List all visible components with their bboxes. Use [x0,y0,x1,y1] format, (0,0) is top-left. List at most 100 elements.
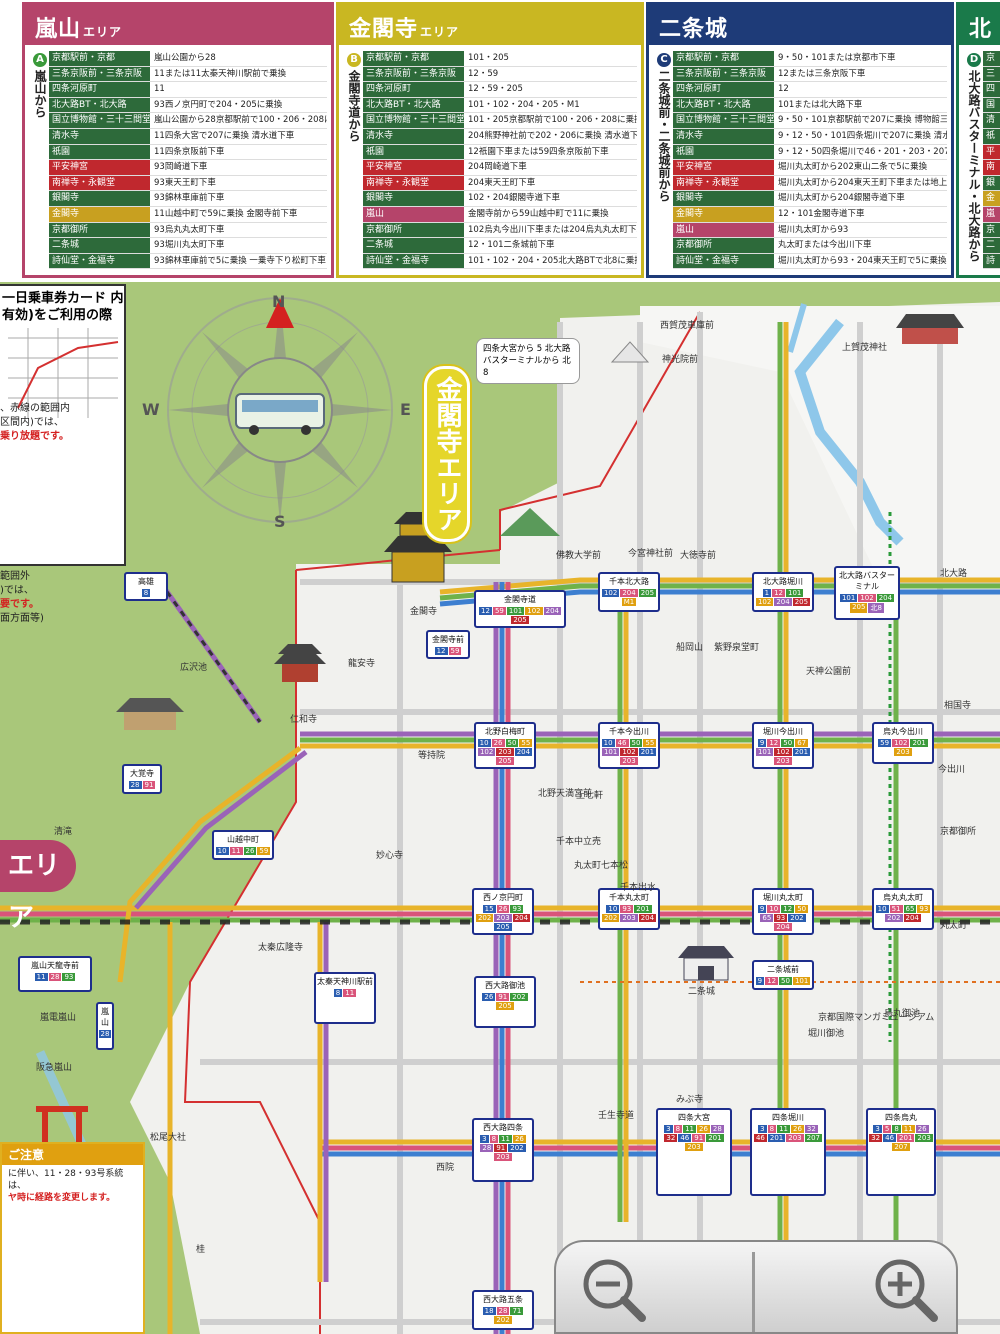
route-number-chip: 203 [494,1153,512,1161]
map-place-label: 船岡山 [676,643,704,653]
route-destination: 銀閣寺 [49,191,150,206]
route-row: 祇園9・12・50四条堀川で46・201・203・207に乗換 [673,144,947,161]
zoom-in-button[interactable] [868,1252,940,1324]
route-number-chip: 9 [757,739,767,747]
map-place-label: 太秦広隆寺 [258,943,304,953]
route-number-chip: 93 [917,905,931,913]
route-number-chip: 91 [142,781,156,789]
route-number-chip: 26 [496,905,510,913]
route-instruction: 93堀川丸太町下車 [154,240,225,251]
route-destination: 京都駅前・京都 [49,51,150,66]
route-number-chip: 204 [620,589,638,597]
panel-title-text: 金閣寺 [349,17,419,42]
map-place-label: 堀川御池 [808,1029,845,1039]
route-destination: 祇園 [49,144,150,160]
route-destination: 四条河原町 [49,82,150,97]
route-destination: 三条京阪前・三条京阪 [363,66,464,82]
route-number-chip: 204 [514,748,533,756]
route-panel-title: 二条城 [649,5,951,45]
bus-stop-name: 高雄 [138,577,154,586]
route-number-chip: 12 [781,905,795,913]
map-place-label: みぶ寺 [676,1095,704,1105]
map-place-label: 京都国際マンガミュージアム [818,1013,935,1023]
route-number-chip: 91 [692,1134,706,1142]
route-instruction: 堀川丸太町から204東天王町下車または地上下車 [778,177,947,188]
route-rows: 京三四国清祇平南銀金嵐京二詩 [983,51,1000,270]
route-number-chip: 201 [897,1134,915,1142]
map-canvas[interactable] [0,282,1000,1334]
pass-box-mini-map [8,328,119,418]
caution-line2: ヤ時に経路を変更します。 [8,1193,116,1203]
route-number-chip: 67 [795,739,809,747]
route-destination: 平 [983,144,1000,160]
route-number-chip: 201 [910,739,928,747]
origin-text: 二条城前・二条城前から [657,70,671,202]
kinkakuji-area-label: 金閣寺エリア [424,366,470,542]
route-number-chip: 51 [889,905,903,913]
route-row: 詩 [983,253,1000,270]
bus-stop-name: 堀川丸太町 [763,893,803,902]
bus-stop-name: 北野白梅町 [485,727,525,736]
map-place-label: 西院 [436,1163,455,1173]
map-place-label: 広沢池 [180,663,208,673]
route-destination: 清水寺 [673,128,774,144]
panel-origin-label: C二条城前・二条城前から [653,53,671,202]
bus-stop-box[interactable]: 高雄 8 [124,572,168,601]
route-number-chip: 12 [479,607,492,615]
route-destination: 銀閣寺 [363,191,464,206]
route-number-chip: 101 [755,748,774,756]
origin-text: 金閣寺道から [347,70,361,142]
zoom-out-button[interactable] [576,1252,648,1324]
route-number-chip: 11 [229,847,243,855]
route-instruction: 101・102・204・205・M1 [468,99,580,110]
route-row: 嵐山金閣寺前から59山越中町で11に乗換 [363,206,637,223]
route-number-chip: 202 [510,993,528,1001]
route-instruction: 11または11太秦天神川駅前で乗換 [154,68,287,79]
route-instruction: 9・12・50四条堀川で46・201・203・207に乗換 [778,146,947,157]
route-number-chip: 10 [875,905,889,913]
bus-stop-name: 嵐山天龍寺前 [31,961,79,970]
map-place-label: 丸太町 [940,921,968,931]
map-place-label: 等持院 [418,751,446,761]
bus-stop-name: 金閣寺前 [432,635,464,644]
route-number-chip: 8 [141,589,151,597]
route-number-chip: 12 [772,589,785,597]
route-row: 三 [983,66,1000,83]
